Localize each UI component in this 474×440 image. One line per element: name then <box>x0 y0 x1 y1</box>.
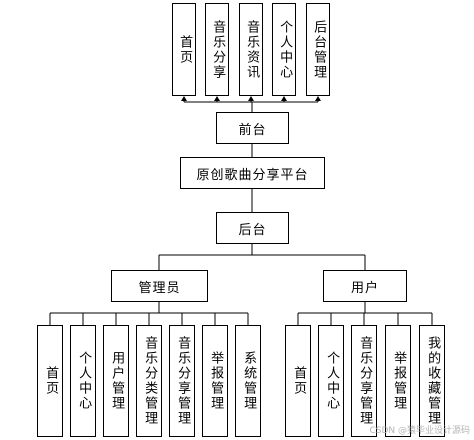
admin-module-music-category-management: 音乐分类管理 <box>136 325 162 437</box>
user-module-report-management: 举报管理 <box>385 325 411 437</box>
user-module-favorites-management: 我的收藏管理 <box>419 325 445 437</box>
user-module-favorites-management-label: 我的收藏管理 <box>425 336 441 426</box>
backend-node-label: 后台 <box>238 222 267 238</box>
frontend-arrowhead <box>181 96 187 101</box>
admin-node-label: 管理员 <box>138 280 181 296</box>
user-module-music-share-management: 音乐分享管理 <box>351 325 377 437</box>
backend-node: 后台 <box>216 212 289 244</box>
admin-module-report-management-label: 举报管理 <box>208 351 224 411</box>
user-node-label: 用户 <box>350 280 379 296</box>
frontend-module-home: 首页 <box>172 3 196 96</box>
admin-module-system-management-label: 系统管理 <box>241 351 257 411</box>
frontend-module-admin-panel-label: 后台管理 <box>311 19 327 80</box>
user-module-report-management-label: 举报管理 <box>391 351 407 411</box>
frontend-module-home-label: 首页 <box>177 34 193 65</box>
frontend-arrowhead <box>281 96 287 101</box>
root-node: 原创歌曲分享平台 <box>180 157 325 189</box>
admin-module-user-management: 用户管理 <box>103 325 129 437</box>
frontend-arrowhead <box>315 96 321 101</box>
admin-module-music-share-management-label: 音乐分享管理 <box>175 336 191 426</box>
admin-module-personal-center-label: 个人中心 <box>76 351 92 411</box>
user-node: 用户 <box>323 270 407 302</box>
user-module-personal-center-label: 个人中心 <box>324 351 340 411</box>
frontend-module-music-share: 音乐分享 <box>205 3 229 96</box>
admin-module-music-share-management: 音乐分享管理 <box>169 325 195 437</box>
admin-module-home: 首页 <box>37 325 63 437</box>
frontend-module-personal-center: 个人中心 <box>272 3 296 96</box>
admin-module-user-management-label: 用户管理 <box>109 351 125 411</box>
frontend-arrowhead <box>248 96 254 101</box>
frontend-module-music-news-label: 音乐资讯 <box>244 19 260 80</box>
watermark: CSDN @猿毕业设计源码 <box>369 426 470 436</box>
admin-module-personal-center: 个人中心 <box>70 325 96 437</box>
admin-module-report-management: 举报管理 <box>202 325 228 437</box>
frontend-module-music-share-label: 音乐分享 <box>210 19 226 80</box>
user-module-personal-center: 个人中心 <box>318 325 344 437</box>
user-module-music-share-management-label: 音乐分享管理 <box>357 336 373 426</box>
frontend-module-music-news: 音乐资讯 <box>239 3 263 96</box>
frontend-module-personal-center-label: 个人中心 <box>277 19 293 80</box>
root-node-label: 原创歌曲分享平台 <box>196 167 309 183</box>
frontend-arrowhead <box>214 96 220 101</box>
user-module-home-label: 首页 <box>291 366 307 396</box>
admin-node: 管理员 <box>111 270 208 302</box>
admin-module-music-category-management-label: 音乐分类管理 <box>142 336 158 426</box>
admin-module-system-management: 系统管理 <box>235 325 261 437</box>
user-module-home: 首页 <box>285 325 311 437</box>
frontend-module-admin-panel: 后台管理 <box>306 3 330 96</box>
frontend-node: 前台 <box>216 112 289 144</box>
admin-module-home-label: 首页 <box>43 366 59 396</box>
frontend-node-label: 前台 <box>238 122 267 138</box>
